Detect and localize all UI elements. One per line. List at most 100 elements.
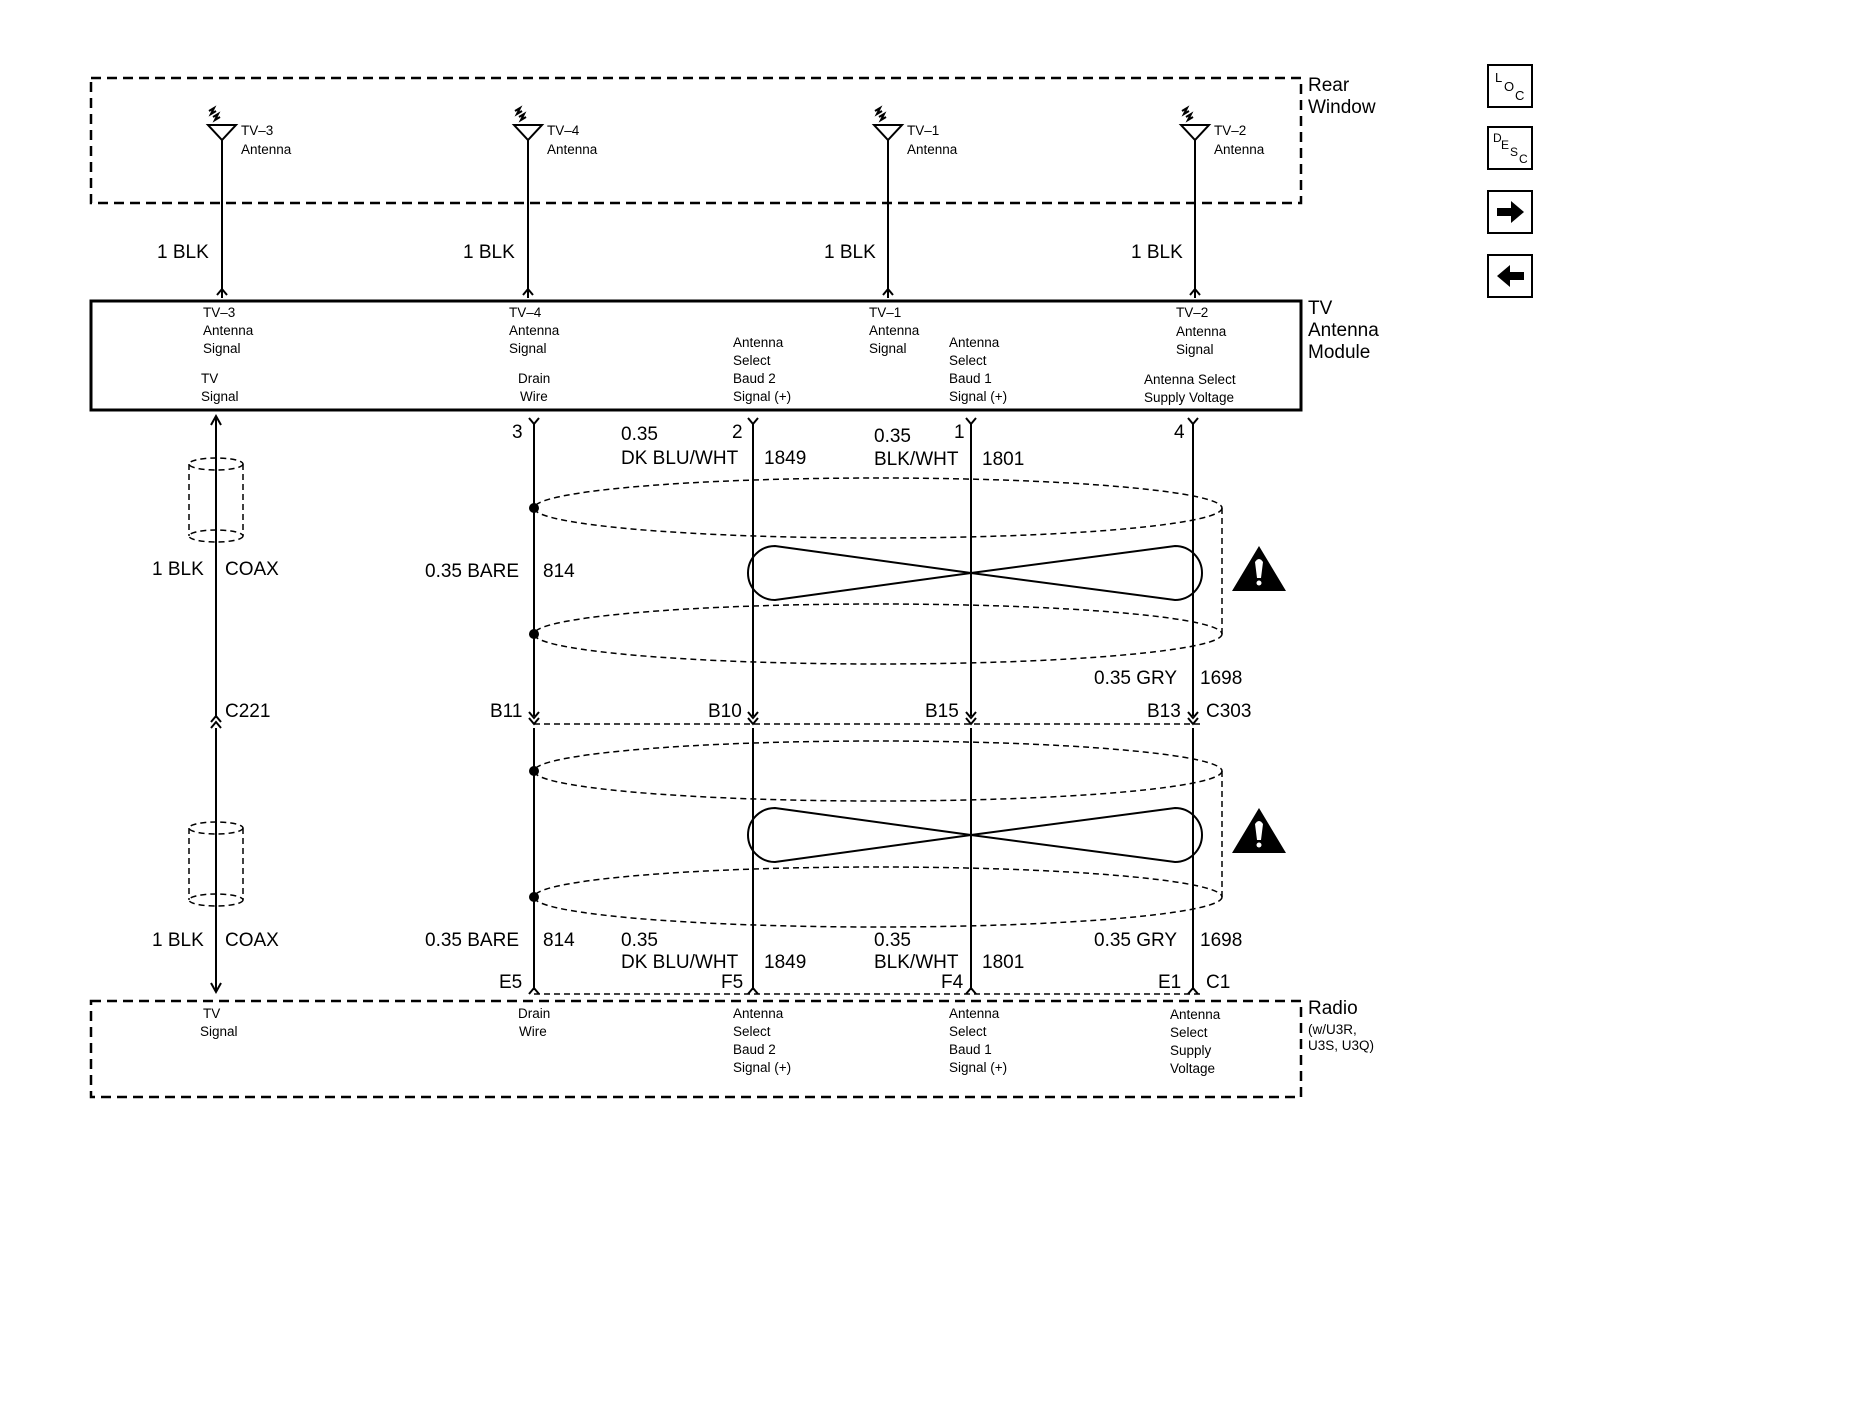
radio-input-baud2-l1: Antenna <box>733 1006 784 1021</box>
previous-button[interactable] <box>1487 254 1533 298</box>
module-input-tv1-l2: Antenna <box>869 323 920 338</box>
upper-shield-bottom <box>533 603 1223 665</box>
radio-pin-baud2: F5 <box>721 972 743 993</box>
antenna-sub: Antenna <box>907 142 958 157</box>
lower-baud1-gauge: 0.35 <box>874 930 911 951</box>
upper-baud1-color: BLK/WHT <box>874 449 959 470</box>
desc-letter-c: C <box>1519 152 1528 166</box>
radio-label-line1: Radio <box>1308 998 1358 1019</box>
radio-pin-baud1: F4 <box>941 972 964 993</box>
antenna-wire-label: 1 BLK <box>157 242 209 263</box>
warning-triangle-icon <box>1232 546 1286 591</box>
lower-baud2-color: DK BLU/WHT <box>621 952 739 973</box>
radio-input-baud1-l1: Antenna <box>949 1006 1000 1021</box>
antenna-icon <box>205 105 239 142</box>
lower-shield-top <box>533 740 1223 802</box>
desc-button[interactable]: D E S C <box>1487 126 1533 170</box>
upper-supply-gauge: 0.35 GRY <box>1094 668 1177 689</box>
radio-component: Radio (w/U3R, U3S, U3Q) TV Signal Drain … <box>89 998 1374 1099</box>
lower-coax-gauge: 1 BLK <box>152 930 204 951</box>
antenna-tv2: TV–2 Antenna 1 BLK <box>1131 105 1265 298</box>
antenna-sub: Antenna <box>547 142 598 157</box>
loc-icon: L O C <box>1495 70 1524 103</box>
upper-baud2-color: DK BLU/WHT <box>621 448 739 469</box>
upper-baud2-gauge: 0.35 <box>621 424 658 445</box>
antenna-name: TV–4 <box>547 123 580 138</box>
next-button[interactable] <box>1487 190 1533 234</box>
warning-triangle-icon <box>1232 808 1286 853</box>
radio-connector-c1: C1 <box>1206 972 1230 993</box>
lower-shielded-cable <box>529 740 1223 928</box>
radio-input-tv-l1: TV <box>203 1006 220 1021</box>
radio-pin-drain: E5 <box>499 972 522 993</box>
desc-letter-s: S <box>1510 145 1518 159</box>
loc-letter-c: C <box>1515 88 1524 103</box>
module-input-tv3-l2: Antenna <box>203 323 254 338</box>
upper-drain-gauge: 0.35 BARE <box>425 561 519 582</box>
coax-shield-icon <box>188 821 244 907</box>
module-label-line3: Module <box>1308 342 1370 363</box>
upper-baud1-gauge: 0.35 <box>874 426 911 447</box>
radio-input-baud2-l3: Baud 2 <box>733 1042 776 1057</box>
module-output-baud1-l4: Signal (+) <box>949 389 1007 404</box>
connector-c221: C221 <box>225 701 270 722</box>
desc-letter-d: D <box>1493 131 1502 145</box>
module-input-tv2-l3: Signal <box>1176 342 1214 357</box>
lower-drain-circuit: 814 <box>543 930 575 951</box>
splice-dot-icon <box>529 503 539 513</box>
antenna-name: TV–2 <box>1214 123 1246 138</box>
upper-coax-type: COAX <box>225 559 279 580</box>
module-output-supply-l1: Antenna Select <box>1144 372 1236 387</box>
module-output-baud2-l2: Select <box>733 353 771 368</box>
module-output-drain-l2: Wire <box>520 389 548 404</box>
module-input-tv1-l3: Signal <box>869 341 907 356</box>
module-input-tv3-l3: Signal <box>203 341 241 356</box>
splice-dot-icon <box>529 766 539 776</box>
radio-input-supply-l1: Antenna <box>1170 1007 1221 1022</box>
module-input-tv2-l1: TV–2 <box>1176 305 1208 320</box>
module-input-tv4-l2: Antenna <box>509 323 560 338</box>
module-label-line1: TV <box>1308 298 1333 319</box>
connector-pin-b10: B10 <box>708 701 742 722</box>
radio-connector-row: E5 F5 F4 E1 C1 <box>499 972 1230 995</box>
radio-input-supply-l4: Voltage <box>1170 1061 1215 1076</box>
lower-supply-circuit: 1698 <box>1200 930 1242 951</box>
rear-window-label-line1: Rear <box>1308 75 1350 96</box>
module-input-tv4-l1: TV–4 <box>509 305 542 320</box>
antenna-tv1: TV–1 Antenna 1 BLK <box>824 105 958 298</box>
antenna-tv4: TV–4 Antenna 1 BLK <box>463 105 598 298</box>
upper-drain-circuit: 814 <box>543 561 575 582</box>
module-label-line2: Antenna <box>1308 320 1379 341</box>
loc-button[interactable]: L O C <box>1487 64 1533 108</box>
connector-row: C221 B11 B10 B15 B13 C303 <box>225 701 1251 725</box>
module-output-baud2-l4: Signal (+) <box>733 389 791 404</box>
antenna-wire-label: 1 BLK <box>824 242 876 263</box>
lower-shield-bottom <box>533 866 1223 928</box>
antenna-tv3: TV–3 Antenna 1 BLK <box>157 105 292 298</box>
antenna-name: TV–1 <box>907 123 939 138</box>
module-output-baud1-l1: Antenna <box>949 335 1000 350</box>
supply-wire <box>1187 417 1199 995</box>
arrow-left-icon <box>1497 265 1524 287</box>
desc-letter-e: E <box>1501 138 1509 152</box>
module-output-baud1-l3: Baud 1 <box>949 371 992 386</box>
lower-drain-gauge: 0.35 BARE <box>425 930 519 951</box>
radio-input-baud1-l2: Select <box>949 1024 987 1039</box>
antenna-icon <box>871 105 905 142</box>
module-pin-drain: 3 <box>512 422 523 443</box>
lower-coax-type: COAX <box>225 930 279 951</box>
twisted-pair-icon <box>747 806 1203 864</box>
arrow-right-icon <box>1497 201 1524 223</box>
baud2-wire <box>747 417 759 995</box>
module-output-drain-l1: Drain <box>518 371 550 386</box>
lower-supply-gauge: 0.35 GRY <box>1094 930 1177 951</box>
radio-input-baud2-l4: Signal (+) <box>733 1060 791 1075</box>
tv-antenna-module-outline <box>89 299 1303 412</box>
lower-baud1-circuit: 1801 <box>982 952 1024 973</box>
baud1-wire <box>965 417 977 995</box>
lower-baud2-circuit: 1849 <box>764 952 806 973</box>
upper-supply-circuit: 1698 <box>1200 668 1242 689</box>
lower-baud2-gauge: 0.35 <box>621 930 658 951</box>
upper-baud1-circuit: 1801 <box>982 449 1024 470</box>
connector-pin-b15: B15 <box>925 701 959 722</box>
